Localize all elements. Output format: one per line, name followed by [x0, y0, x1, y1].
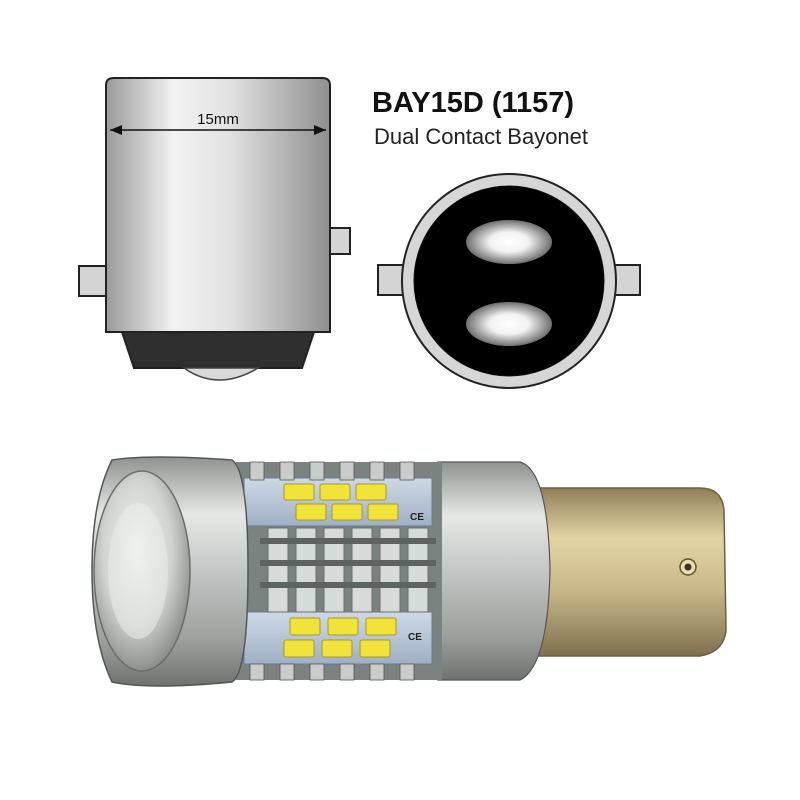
- led-chip: [359, 639, 391, 658]
- led-bulb-illustration: CE CE: [91, 456, 727, 687]
- upper-led-array: [283, 483, 399, 521]
- led-chip: [289, 617, 321, 636]
- width-dimension: 15mm: [110, 111, 326, 135]
- led-chip: [283, 639, 315, 658]
- led-chip: [331, 503, 363, 521]
- led-chip: [283, 483, 315, 501]
- led-chip: [321, 639, 353, 658]
- bulb-rear-collar: [437, 461, 551, 681]
- ce-marking-lower: CE: [408, 632, 422, 643]
- lower-contact-icon: [466, 302, 552, 346]
- upper-contact-icon: [466, 220, 552, 264]
- ce-marking-upper: CE: [410, 512, 424, 523]
- led-chip: [367, 503, 399, 521]
- base-side-view: 15mm: [78, 77, 351, 381]
- base-solder-contact: [181, 367, 261, 381]
- bottom-fin-crest: [249, 663, 415, 681]
- led-chip: [319, 483, 351, 501]
- led-chip: [295, 503, 327, 521]
- bayonet-pin-right: [329, 227, 351, 255]
- heatsink-fins: [260, 527, 436, 613]
- led-chip: [365, 617, 397, 636]
- lower-led-array: [283, 617, 397, 658]
- base-insulator: [120, 331, 316, 369]
- base-cap-body: [105, 77, 331, 333]
- top-fin-crest: [249, 461, 415, 481]
- bayonet-pin-left: [78, 265, 108, 297]
- diagram-subtitle: Dual Contact Bayonet: [374, 124, 588, 149]
- base-bottom-view: [377, 173, 641, 389]
- led-chip: [327, 617, 359, 636]
- led-chip: [355, 483, 387, 501]
- bottom-view-insulator: [413, 185, 605, 377]
- width-dimension-label: 15mm: [197, 111, 239, 128]
- bulb-brass-base: [529, 487, 727, 657]
- diagram-title: BAY15D (1157): [372, 87, 574, 119]
